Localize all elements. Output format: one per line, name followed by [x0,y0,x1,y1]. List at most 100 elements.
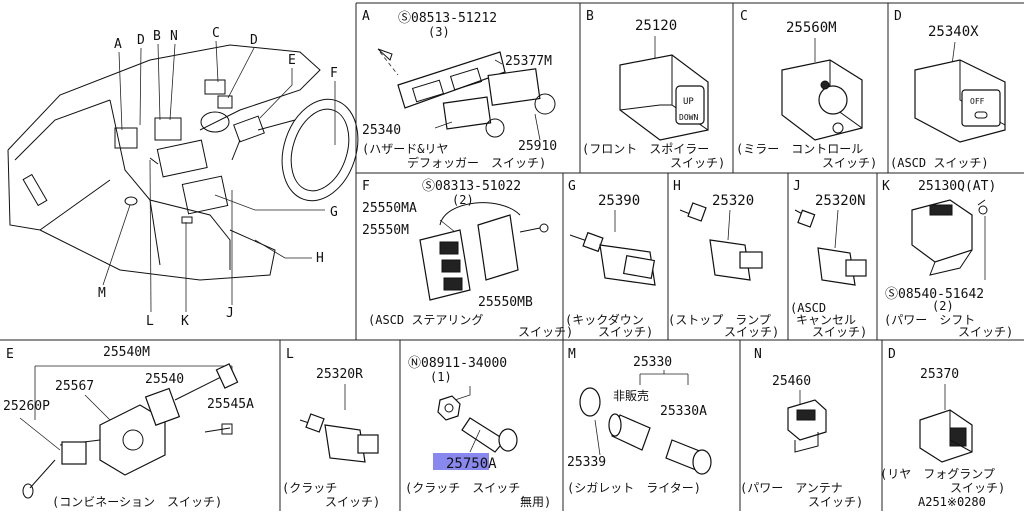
panel-a-caption-line1: (ハザード&リヤ [362,142,448,156]
panel-d2-caption-line1: (リヤ フォグランプ [880,467,995,481]
part-number-25330: 25330 [633,355,672,370]
part-number-25560M: 25560M [786,20,837,36]
panel-j-letter: J [793,179,801,194]
part-number-25750A: 25750A [446,456,497,472]
panel-e: E 25540M 25567 25540 25545A 25260P (コンビネ… [3,345,254,509]
callout-e: E [288,53,296,68]
panel-d-letter: D [894,9,902,24]
panel-g: G 25390 (キックダウン スイッチ) [565,179,656,339]
part-number-25390: 25390 [598,193,640,209]
callout-j: J [226,306,234,321]
callout-g: G [330,205,338,220]
panel-a-letter: A [362,9,370,24]
part-number-25550M: 25550M [362,223,409,238]
panel-a: A Ⓢ08513-51212 (3) 25377M 25340 25910 (ハ… [362,9,557,170]
panel-l: L 25320R (クラッチ スイッチ) [282,347,380,509]
callout-f: F [330,66,338,81]
callout-a: A [114,37,122,52]
dashboard-drawing [7,44,359,281]
cigarette-lighter-drawing [579,387,712,475]
callout-k: K [181,314,189,329]
panel-d2-caption-line2: スイッチ) [950,481,1005,495]
panel-l-letter: L [286,347,294,362]
panel-j-caption-line2: キャンセル [796,313,856,327]
callout-c: C [212,26,220,41]
callout-n: N [170,29,178,44]
diagram-code: A251※0280 [918,495,986,509]
part-number-25377M: 25377M [505,54,552,69]
panel-d-caption: (ASCD スイッチ) [890,156,989,170]
panel-k: K 25130Q(AT) Ⓢ08540-51642 (2) (パワー シフト ス… [882,179,1013,339]
part-number-25545A: 25545A [207,397,254,412]
steering-switch-drawing [419,202,549,301]
panel-f: F Ⓢ08313-51022 (2) 25550MA 25550M 25550M… [362,179,573,339]
panel-a-caption-line2: デフォッガー スイッチ) [407,155,546,170]
part-number-25460: 25460 [772,374,811,389]
part-number-25120: 25120 [635,18,677,34]
panel-h-caption-line2: スイッチ) [724,325,779,339]
part-number-25550MA: 25550MA [362,201,417,216]
switch-25340-drawing [434,96,505,138]
panel-h: H 25320 (ストップ ランプ スイッチ) [668,179,779,339]
panel-c-caption-line1: (ミラー コントロール [736,142,863,156]
panel-e-letter: E [6,347,14,362]
quantity-label-w: (1) [430,370,452,384]
stop-lamp-switch-drawing [679,202,763,281]
part-number-25339: 25339 [567,455,606,470]
panel-j-caption-line3: スイッチ) [812,325,867,339]
panel-w-caption-line2: 無用) [520,494,551,509]
quantity-label: (3) [428,25,450,39]
part-number-08513-51212: Ⓢ08513-51212 [398,11,497,26]
panel-clutch-unused: Ⓝ08911-34000 (1) 25750A (クラッチ スイッチ 無用) [405,356,551,509]
part-number-25370: 25370 [920,367,959,382]
callout-m: M [98,286,106,301]
panel-k-letter: K [882,179,890,194]
part-number-08313-51022: Ⓢ08313-51022 [422,179,521,194]
rear-fog-switch-drawing [919,409,973,463]
switch-25910-drawing [487,59,556,141]
panel-b-caption-line2: スイッチ) [670,156,725,170]
main-leader-lines [102,40,336,313]
panel-m-letter: M [568,347,576,362]
off-label: OFF [970,97,985,106]
panel-d-ascd: D 25340X OFF (ASCD スイッチ) [890,9,1006,170]
panel-f-caption-line1: (ASCD ステアリング [368,313,483,327]
quantity-label-k: (2) [932,299,954,313]
panel-g-letter: G [568,179,576,194]
panel-j: J 25320N (ASCD キャンセル スイッチ) [790,179,867,339]
panel-n-letter: N [754,347,762,362]
ascd-switch-drawing: OFF [914,59,1006,143]
panel-k-caption-line2: スイッチ) [958,325,1013,339]
spoiler-switch-drawing: UP DOWN [619,54,709,141]
part-number-25330A: 25330A [660,404,707,419]
panel-k-caption-line1: (パワー シフト [884,313,975,327]
nut-bolt-drawing [437,395,518,453]
combination-switch-drawing [19,363,239,499]
callout-h: H [316,251,324,266]
power-antenna-switch-drawing [787,399,827,453]
main-callouts: A D B N C D E F G H J K L M [98,26,338,329]
callout-d-upper: D [137,33,145,48]
panel-n-caption-line1: (パワー アンテナ [740,481,843,495]
panel-h-caption-line1: (ストップ ランプ [668,313,771,327]
part-number-25340: 25340 [362,123,401,138]
panel-m: M 25330 非販売 25330A 25339 (シガレット ライター) [567,347,712,495]
highlight-box [433,453,489,470]
panel-j-caption-line1: (ASCD [790,301,826,315]
up-label: UP [683,97,694,107]
panel-w-caption-line1: (クラッチ スイッチ [405,481,520,495]
panel-c: C 25560M (ミラー コントロール スイッチ) [736,9,877,170]
clutch-switch-drawing [299,413,379,463]
panel-d-rear-fog: D 25370 (リヤ フォグランプ スイッチ) A251※0280 [880,347,1005,509]
part-number-25540M: 25540M [103,345,150,360]
panel-c-letter: C [740,9,748,24]
kickdown-switch-drawing [569,231,656,286]
panel-m-caption: (シガレット ライター) [567,481,701,495]
part-number-25340X: 25340X [928,24,979,40]
bracket-drawing [377,48,506,109]
panel-b-letter: B [586,9,594,24]
panel-g-caption-line1: (キックダウン [565,312,644,327]
part-number-08911-34000: Ⓝ08911-34000 [408,356,507,371]
